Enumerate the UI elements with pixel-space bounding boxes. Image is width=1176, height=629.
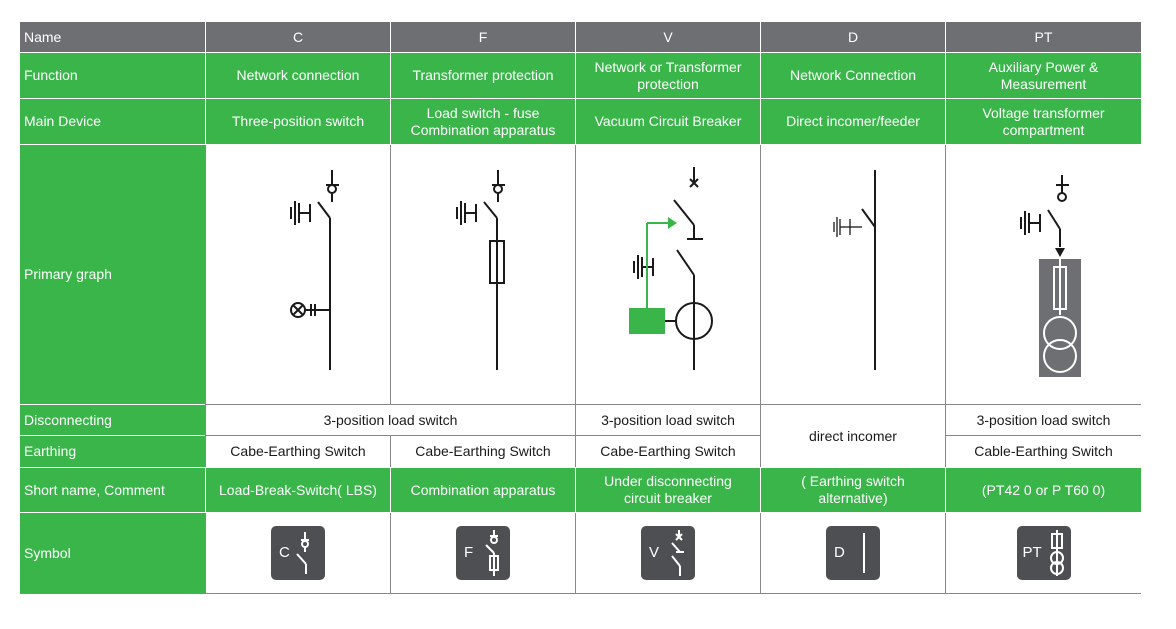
- short-name-d: ( Earthing switch alternative): [761, 468, 945, 512]
- symbol-letter-pt: PT: [1022, 544, 1042, 561]
- symbol-pt: PT: [946, 513, 1141, 593]
- symbol-f: F: [391, 513, 575, 593]
- earthing-row: Earthing Cabe-Earthing Switch Cabe-Earth…: [20, 436, 1141, 467]
- earthing-pt: Cable-Earthing Switch: [946, 436, 1141, 467]
- main-device-f: Load switch - fuse Combination apparatus: [391, 99, 575, 144]
- header-col-v: V: [576, 22, 760, 52]
- d-single-line-diagram: [833, 170, 876, 370]
- primary-graph-row: Primary graph: [20, 145, 1141, 404]
- direct-incomer-icon: D: [826, 526, 880, 580]
- primary-graph-c: [206, 145, 390, 404]
- function-v: Network or Transformer protection: [576, 53, 760, 98]
- earthing-c: Cabe-Earthing Switch: [206, 436, 390, 467]
- symbol-letter-d: D: [834, 544, 845, 561]
- pt-single-line-diagram: [1020, 175, 1081, 377]
- function-label: Function: [20, 53, 205, 98]
- header-label: Name: [20, 22, 205, 52]
- function-f: Transformer protection: [391, 53, 575, 98]
- short-name-v: Under disconnecting circuit breaker: [576, 468, 760, 512]
- main-device-pt: Voltage transformer compartment: [946, 99, 1141, 144]
- d-merged-cell: direct incomer: [761, 405, 945, 467]
- circuit-breaker-icon: V: [641, 526, 695, 580]
- short-name-c: Load-Break-Switch( LBS): [206, 468, 390, 512]
- function-c: Network connection: [206, 53, 390, 98]
- primary-graph-pt: [946, 145, 1141, 404]
- main-device-label: Main Device: [20, 99, 205, 144]
- disconnecting-row: Disconnecting 3-position load switch 3-p…: [20, 405, 1141, 435]
- fuse-switch-icon: F: [456, 526, 510, 580]
- load-break-switch-icon: C: [271, 526, 325, 580]
- c-single-line-diagram: [290, 170, 339, 370]
- primary-graph-label: Primary graph: [20, 145, 205, 404]
- main-device-d: Direct incomer/feeder: [761, 99, 945, 144]
- symbol-letter-f: F: [464, 544, 474, 561]
- symbol-d: D: [761, 513, 945, 593]
- earthing-v: Cabe-Earthing Switch: [576, 436, 760, 467]
- short-name-pt: (PT42 0 or P T60 0): [946, 468, 1141, 512]
- voltage-transformer-icon: PT: [1016, 526, 1071, 580]
- function-d: Network Connection: [761, 53, 945, 98]
- main-device-v: Vacuum Circuit Breaker: [576, 99, 760, 144]
- earthing-f: Cabe-Earthing Switch: [391, 436, 575, 467]
- symbol-letter-v: V: [649, 544, 660, 561]
- main-device-row: Main Device Three-position switch Load s…: [20, 99, 1141, 144]
- disconnecting-v: 3-position load switch: [576, 405, 760, 435]
- disconnecting-cf: 3-position load switch: [206, 405, 575, 435]
- header-col-d: D: [761, 22, 945, 52]
- short-name-f: Combination apparatus: [391, 468, 575, 512]
- header-row: Name C F V D PT: [20, 22, 1141, 52]
- disconnecting-pt: 3-position load switch: [946, 405, 1141, 435]
- short-name-row: Short name, Comment Load-Break-Switch( L…: [20, 468, 1141, 512]
- v-single-line-diagram: [629, 167, 713, 370]
- symbol-c: C: [206, 513, 390, 593]
- short-name-label: Short name, Comment: [20, 468, 205, 512]
- function-pt: Auxiliary Power & Measurement: [946, 53, 1141, 98]
- earthing-label: Earthing: [20, 436, 205, 467]
- symbol-row: Symbol C F: [20, 513, 1141, 593]
- symbol-letter-c: C: [279, 544, 290, 561]
- header-col-f: F: [391, 22, 575, 52]
- function-row: Function Network connection Transformer …: [20, 53, 1141, 98]
- symbol-v: V: [576, 513, 760, 593]
- f-single-line-diagram: [456, 170, 505, 370]
- disconnecting-label: Disconnecting: [20, 405, 205, 435]
- symbol-label: Symbol: [20, 513, 205, 593]
- primary-graph-d: [761, 145, 945, 404]
- main-device-c: Three-position switch: [206, 99, 390, 144]
- header-col-pt: PT: [946, 22, 1141, 52]
- header-col-c: C: [206, 22, 390, 52]
- primary-graph-f: [391, 145, 575, 404]
- primary-graph-v: [576, 145, 760, 404]
